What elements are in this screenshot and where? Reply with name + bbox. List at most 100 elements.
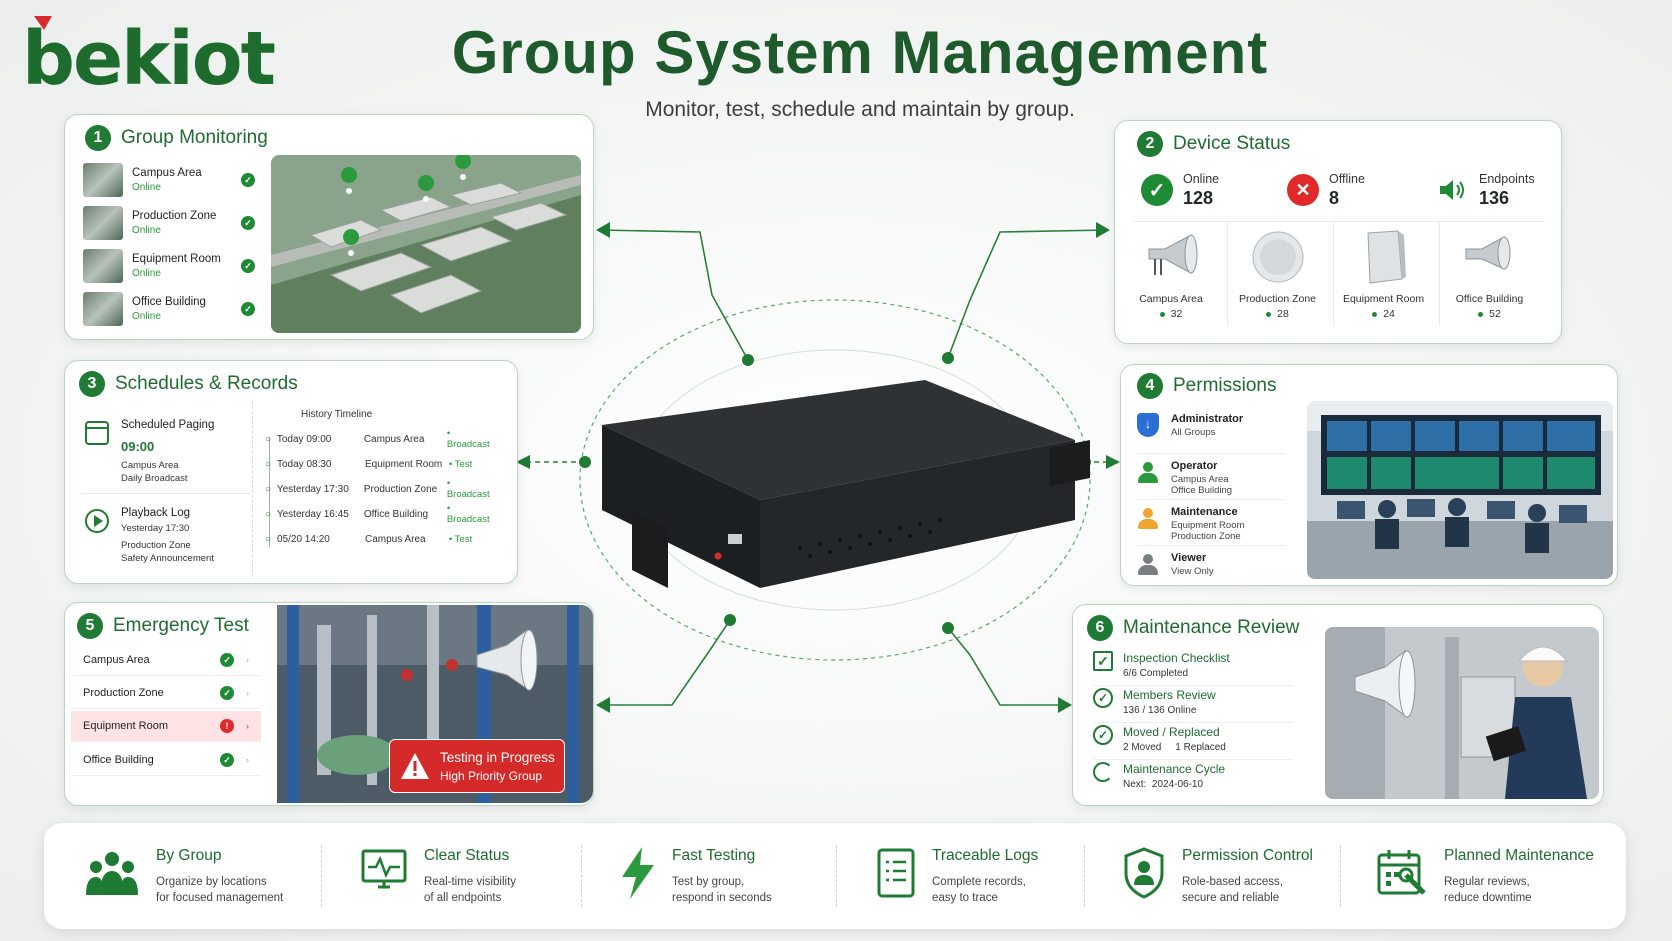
link-group-monitoring: [597, 229, 749, 361]
emergency-test-card: 5 Emergency Test Campus Area✓› Productio…: [64, 602, 594, 806]
emergency-row[interactable]: Campus Area✓›: [71, 645, 261, 676]
check-icon: ✓: [241, 173, 255, 187]
check-icon: ✓: [220, 753, 234, 767]
link-device-status: [947, 229, 1109, 359]
timeline-title: History Timeline: [301, 409, 373, 420]
user-icon: [1137, 460, 1159, 484]
group-thumbnail: [83, 206, 123, 240]
check-icon: ✓: [241, 302, 255, 316]
playback-log[interactable]: Playback Log Yesterday 17:30 Production …: [121, 507, 214, 564]
page-subtitle: Monitor, test, schedule and maintain by …: [645, 98, 1075, 121]
card-title: Permissions: [1173, 375, 1277, 396]
wall-speaker-icon: [1366, 230, 1406, 284]
horn-speaker-icon: [1148, 234, 1198, 275]
user-icon: [1137, 552, 1159, 576]
checklist-icon: ✓: [1093, 651, 1113, 671]
monitor-pulse-icon: [361, 849, 407, 889]
orbit-ring: [579, 299, 1091, 661]
group-thumbnail: [83, 163, 123, 197]
emergency-row[interactable]: Production Zone✓›: [71, 678, 261, 709]
maintenance-review-card: 6 Maintenance Review ✓ Inspection Checkl…: [1072, 604, 1604, 806]
device-equipment-room[interactable]: Equipment Room 24: [1333, 221, 1433, 326]
check-icon: ✓: [241, 216, 255, 230]
device-office-building[interactable]: Office Building 52: [1439, 221, 1539, 326]
step-number: 6: [1087, 615, 1113, 641]
card-title: Device Status: [1173, 133, 1291, 154]
play-circle-icon: [85, 509, 109, 533]
scheduled-paging[interactable]: Scheduled Paging 09:00 Campus Area Daily…: [121, 419, 215, 484]
device-campus-area[interactable]: Campus Area 32: [1121, 221, 1221, 326]
shield-user-icon: [1124, 847, 1164, 899]
emergency-row[interactable]: Office Building✓›: [71, 745, 261, 776]
group-thumbnail: [83, 292, 123, 326]
step-number: 4: [1137, 373, 1163, 399]
check-circle-icon: ✓: [1141, 174, 1173, 206]
link-emergency: [598, 619, 731, 706]
brand-logo: bekiot: [22, 16, 277, 96]
document-list-icon: [877, 848, 915, 898]
schedules-records-card: 3 Schedules & Records Scheduled Paging 0…: [64, 360, 518, 584]
card-title: Group Monitoring: [121, 127, 268, 148]
control-room-photo: [1307, 401, 1613, 579]
step-number: 5: [77, 613, 103, 639]
check-icon: ✓: [241, 259, 255, 273]
horn-speaker-icon: [1465, 236, 1510, 270]
lightning-icon: [622, 847, 654, 899]
link-maintenance: [947, 627, 1070, 706]
svg-text:bekiot: bekiot: [22, 16, 275, 96]
testing-banner[interactable]: Testing in Progress High Priority Group: [389, 739, 565, 793]
speaker-icon: [1437, 174, 1469, 206]
card-title: Maintenance Review: [1123, 617, 1300, 638]
cycle-icon: [1093, 762, 1113, 782]
check-circle-icon: ✓: [1093, 725, 1113, 745]
rack-server-device: [602, 380, 1090, 588]
group-thumbnail: [83, 249, 123, 283]
device-production-zone[interactable]: Production Zone 28: [1227, 221, 1327, 326]
x-circle-icon: ✕: [1287, 174, 1319, 206]
user-icon: [1137, 506, 1159, 530]
shield-icon: ↓: [1137, 413, 1159, 437]
campus-aerial-photo: [271, 155, 581, 333]
check-icon: ✓: [220, 686, 234, 700]
warning-icon: [401, 753, 429, 779]
check-icon: ✓: [220, 653, 234, 667]
card-title: Emergency Test: [113, 615, 249, 636]
group-icon: [86, 852, 138, 895]
calendar-tools-icon: [1377, 850, 1426, 895]
alert-icon: !: [220, 719, 234, 733]
step-number: 2: [1137, 131, 1163, 157]
step-number: 1: [85, 125, 111, 151]
emergency-row-alert[interactable]: Equipment Room!›: [71, 711, 261, 742]
refresh-check-icon: ✓: [1093, 688, 1113, 708]
